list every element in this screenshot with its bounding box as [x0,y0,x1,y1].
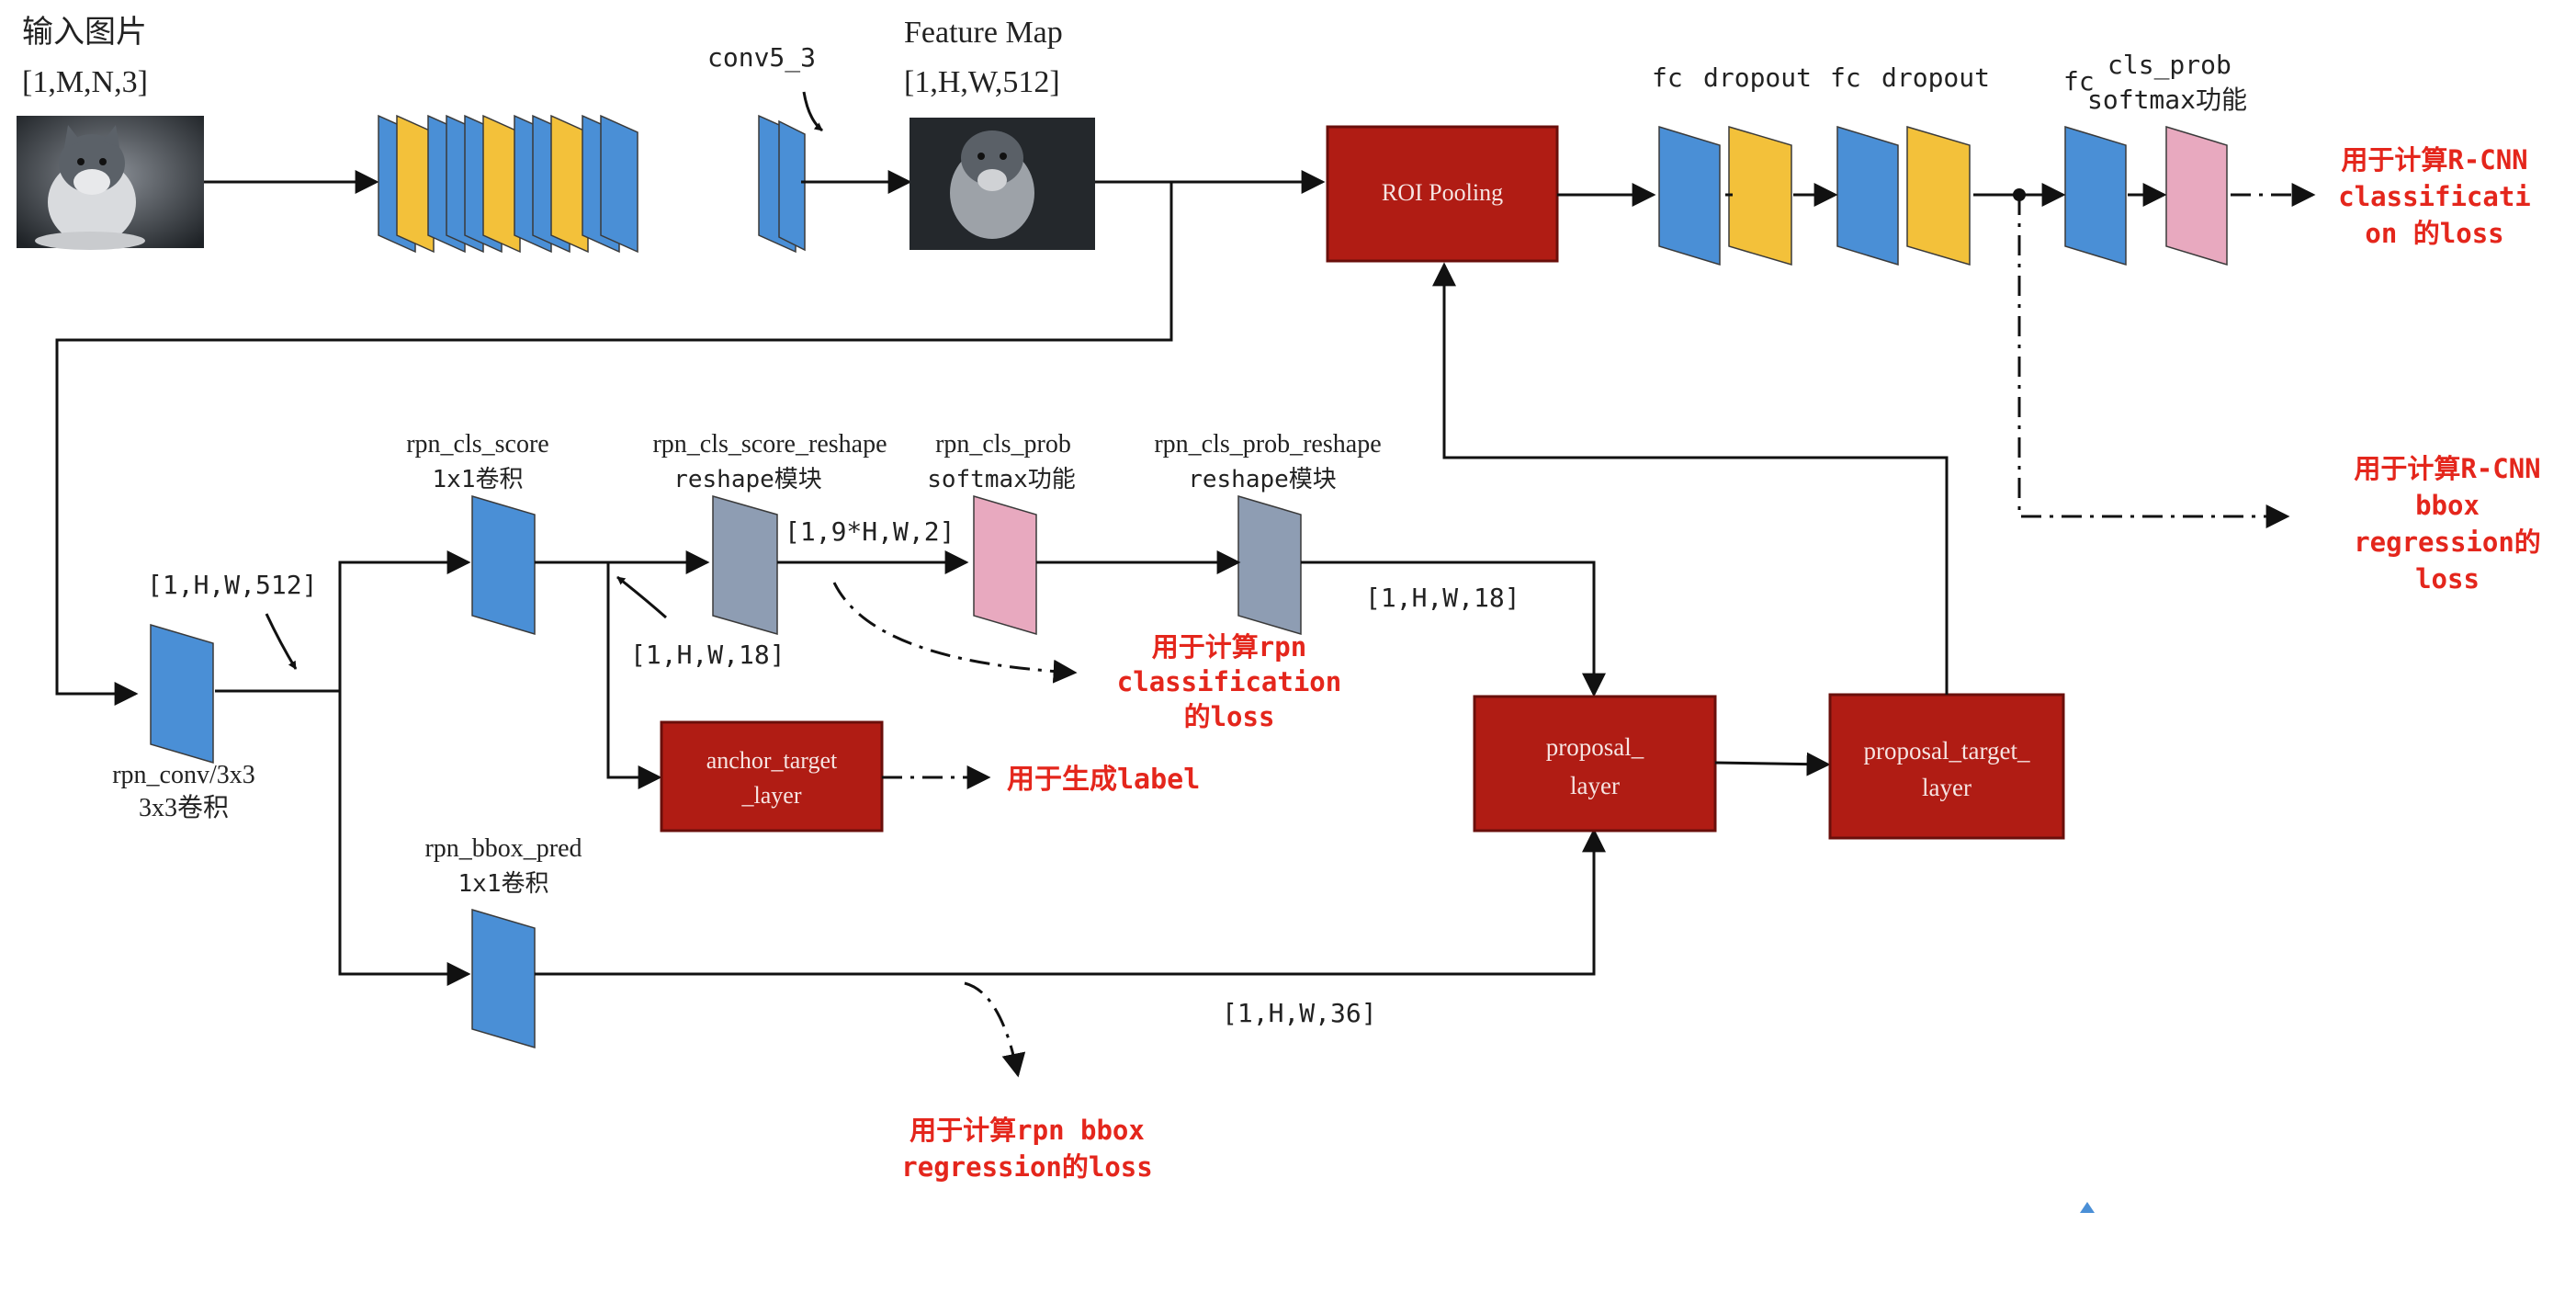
backbone-layer [550,114,589,254]
input-shape: [1,M,N,3] [22,65,148,99]
proposal-line2: layer [1570,772,1620,799]
rpn-cls-score-desc: 1x1卷积 [433,466,524,493]
backbone-conv-stack [378,114,806,254]
rpn-cls-loss-line2: classification [1117,666,1341,697]
arrow-featuremap-rpn [55,182,1173,706]
proposal-target-line1: proposal_target_ [1864,737,2030,765]
arrow-proposal-target [1714,752,1831,776]
rpn-cls-score-layer [471,494,536,636]
rpn-conv-name: rpn_conv/3x3 [112,761,255,789]
rpn-cls-score-reshape-shape: [1,9*H,W,2] [785,516,955,547]
rpn-layers [150,494,1302,1049]
rpn-bbox-pred-name: rpn_bbox_pred [424,834,582,863]
head-fc3-layer [2064,125,2127,266]
rpn-cls-prob-reshape-desc: reshape模块 [1188,466,1337,493]
rpn-cls-score-reshape-desc: reshape模块 [673,466,822,493]
rpn-cls-prob-reshape-layer [1237,494,1302,636]
arrow-rcnn-bbox-loss [2017,195,2290,528]
backbone-layer [396,114,435,254]
anchor-target-line1: anchor_target [706,747,838,774]
rpn-input-pointer [265,613,298,670]
backbone-layer [600,114,638,254]
rcnn-cls-loss-note: 用于计算R-CNN classificati on 的loss [2338,144,2531,249]
rcnn-bbox-loss-line3: regression的 [2354,527,2541,558]
rcnn-bbox-loss-note: 用于计算R-CNN bbox regression的 loss [2354,453,2541,595]
arrow-to-anchor-target [606,562,662,789]
head-fc2-label: fc [1830,62,1861,93]
rpn-bbox-loss-note: 用于计算rpn bbox regression的loss [901,1115,1152,1183]
rpn-bbox-pred-layer [471,908,536,1049]
rcnn-bbox-loss-line2: bbox [2415,490,2480,521]
arrow-to-bbox-pred [338,691,471,986]
head-fc2-layer [1836,125,1899,266]
rpn-conv-desc: 3x3卷积 [139,793,229,822]
rpn-cls-score-shape: [1,H,W,18] [630,640,785,670]
small-triangle-mark [2080,1202,2095,1213]
arrow-bbox-pred-proposal [535,828,1606,976]
rpn-cls-score-reshape-layer [712,495,778,635]
rpn-cls-prob-desc: softmax功能 [927,466,1076,493]
rcnn-bbox-loss-line1: 用于计算R-CNN [2354,453,2540,484]
rpn-cls-score-name: rpn_cls_score [406,430,549,459]
rpn-input-shape: [1,H,W,512] [147,570,317,600]
cls-score-shape-pointer [616,575,667,619]
rpn-cls-score-reshape-name: rpn_cls_score_reshape [652,430,887,459]
rpn-bbox-pred-desc: 1x1卷积 [458,870,549,898]
rpn-cls-loss-line3: 的loss [1184,701,1275,732]
backbone-layer [482,114,521,254]
anchor-target-layer-box [660,720,884,833]
head-dropout1-layer [1728,125,1792,266]
rcnn-cls-loss-line2: classificati [2338,181,2531,212]
anchor-target-line2: _layer [741,782,802,809]
rpn-cls-prob-name: rpn_cls_prob [935,430,1071,459]
input-title: 输入图片 [22,15,147,50]
rcnn-cls-loss-line3: on 的loss [2365,218,2503,249]
rpn-cls-prob-layer [973,494,1037,636]
proposal-target-layer-box [1828,693,2065,840]
anchor-target-note: 用于生成label [1007,764,1200,796]
arrow-rpn-cls-loss [832,582,1078,684]
roi-pooling-box [1326,125,1559,263]
proposal-layer-box [1473,695,1717,833]
rcnn-bbox-loss-line4: loss [2415,563,2480,595]
head-dropout1-label: dropout [1703,62,1812,93]
rpn-bbox-loss-line2: regression的loss [901,1151,1152,1183]
head-fc3-label: fc [2063,66,2095,96]
roi-pooling-label: ROI Pooling [1382,179,1503,206]
head-cls-prob-label: cls_prob [2107,50,2231,81]
input-cat-image [17,116,204,250]
arrow-to-cls-score [338,550,471,691]
featuremap-shape: [1,H,W,512] [904,65,1060,99]
rpn-conv-layer [150,623,214,765]
arrow-rpn-bbox-loss [964,981,1026,1078]
arrow-clsprob-reshape-proposal [1301,561,1606,697]
rpn-cls-loss-note: 用于计算rpn classification 的loss [1117,631,1341,732]
head-cls-prob-layer [2165,125,2228,266]
head-layers [1658,125,2228,266]
conv5-3-pointer [802,91,823,132]
featuremap-cat-image [910,118,1095,250]
head-fc1-label: fc [1652,62,1683,93]
rpn-cls-prob-reshape-name: rpn_cls_prob_reshape [1154,430,1381,459]
proposal-target-line2: layer [1922,774,1972,801]
arrow-proposal-target-roi [1432,262,1949,695]
head-softmax-label: softmax功能 [2087,85,2247,115]
rpn-bbox-pred-shape: [1,H,W,36] [1222,998,1377,1028]
head-dropout2-label: dropout [1881,62,1990,93]
head-dropout2-layer [1906,125,1971,266]
conv5-3-label: conv5_3 [707,42,816,74]
featuremap-title: Feature Map [904,16,1063,50]
rpn-bbox-loss-line1: 用于计算rpn bbox [910,1115,1145,1146]
backbone-layer [778,119,806,252]
rpn-cls-loss-line1: 用于计算rpn [1152,631,1306,663]
proposal-line1: proposal_ [1546,733,1644,761]
rcnn-cls-loss-line1: 用于计算R-CNN [2341,144,2527,176]
rpn-cls-prob-reshape-shape: [1,H,W,18] [1365,583,1520,613]
head-fc1-layer [1658,125,1721,266]
